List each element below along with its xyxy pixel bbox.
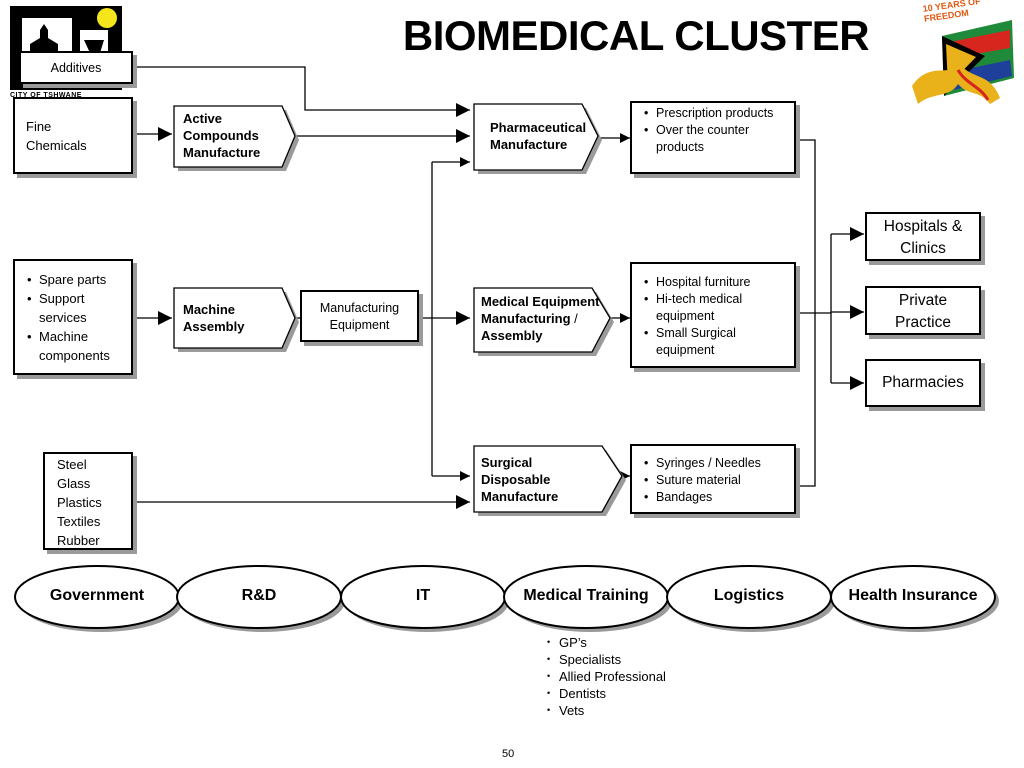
medical-equipment-shape bbox=[473, 287, 611, 353]
pharma-product-item: Prescription products bbox=[644, 105, 792, 122]
surgical-line-2: Disposable bbox=[481, 472, 551, 487]
additives-box: Additives bbox=[19, 51, 133, 84]
equipment-product-item: Hospital furniture bbox=[644, 274, 792, 291]
equipment-products-box: Hospital furniture Hi-tech medical equip… bbox=[630, 262, 796, 368]
materials-box: Steel Glass Plastics Textiles Rubber bbox=[43, 452, 133, 550]
private-practice-box: Private Practice bbox=[865, 286, 981, 335]
city-logo-caption: CITY OF TSHWANE bbox=[10, 92, 82, 99]
support-it: IT bbox=[415, 587, 431, 604]
pharma-products-box: Prescription products Over the counter p… bbox=[630, 101, 796, 174]
material-item: Glass bbox=[57, 476, 91, 491]
medical-training-item: Vets bbox=[547, 702, 666, 719]
page-number: 50 bbox=[502, 748, 515, 760]
active-compounds-line-2: Compounds bbox=[183, 128, 259, 143]
medical-training-item: Dentists bbox=[547, 685, 666, 702]
machine-input-item: Machine components bbox=[27, 327, 131, 365]
equipment-product-item: Small Surgical equipment bbox=[644, 325, 792, 359]
material-item: Plastics bbox=[57, 495, 102, 510]
support-medical-training: Medical Training bbox=[523, 587, 649, 604]
pharmaceutical-line-1: Pharmaceutical bbox=[490, 120, 587, 135]
private-line-2: Practice bbox=[895, 314, 951, 331]
private-line-1: Private bbox=[898, 292, 948, 309]
fine-chemicals-line-1: Fine bbox=[26, 119, 52, 134]
machine-assembly-shape bbox=[173, 287, 296, 349]
surgical-products-box: Syringes / Needles Suture material Banda… bbox=[630, 444, 796, 514]
material-item: Rubber bbox=[57, 533, 100, 548]
equipment-product-item: Hi-tech medical equipment bbox=[644, 291, 792, 325]
manufacturing-equipment-box: Manufacturing Equipment bbox=[300, 290, 419, 342]
manufacturing-equipment-line-1: Manufacturing bbox=[319, 301, 400, 315]
machine-inputs-box: Spare parts Support services Machine com… bbox=[13, 259, 133, 375]
material-item: Steel bbox=[57, 457, 87, 472]
medical-training-list: GP’s Specialists Allied Professional Den… bbox=[547, 634, 666, 719]
medical-training-item: Specialists bbox=[547, 651, 666, 668]
machine-input-item: Support services bbox=[27, 289, 131, 327]
support-health-insurance: Health Insurance bbox=[848, 587, 978, 604]
ten-years-of-freedom-logo bbox=[912, 20, 1014, 104]
pharmaceutical-line-2: Manufacture bbox=[490, 137, 568, 152]
machine-assembly-line-2: Assembly bbox=[183, 319, 245, 334]
surgical-line-1: Surgical bbox=[481, 455, 533, 470]
hospitals-line-1: Hospitals & bbox=[883, 218, 963, 235]
medical-equipment-line-2: Manufacturing bbox=[481, 311, 571, 326]
oval-health-insurance bbox=[830, 565, 996, 629]
support-government: Government bbox=[49, 587, 145, 604]
page-title: BIOMEDICAL CLUSTER bbox=[402, 12, 870, 59]
pharmacies-box: Pharmacies bbox=[865, 359, 981, 407]
active-compounds-shape bbox=[173, 105, 296, 168]
pharma-product-item: Over the counter products bbox=[644, 122, 792, 156]
surgical-product-item: Syringes / Needles bbox=[644, 455, 792, 472]
support-rnd: R&D bbox=[241, 587, 277, 604]
machine-assembly-line-1: Machine bbox=[183, 302, 236, 317]
machine-input-item: Spare parts bbox=[27, 270, 131, 289]
medical-training-item: Allied Professional bbox=[547, 668, 666, 685]
active-compounds-line-1: Active bbox=[183, 111, 223, 126]
support-ovals bbox=[14, 565, 999, 632]
active-compounds-line-3: Manufacture bbox=[183, 145, 261, 160]
pharmaceutical-shape bbox=[473, 103, 599, 171]
hospitals-clinics-box: Hospitals & Clinics bbox=[865, 212, 981, 261]
hospitals-line-2: Clinics bbox=[900, 240, 946, 257]
surgical-product-item: Bandages bbox=[644, 489, 792, 506]
surgical-shape bbox=[473, 445, 623, 513]
medical-training-item: GP’s bbox=[547, 634, 666, 651]
material-item: Textiles bbox=[57, 514, 101, 529]
surgical-product-item: Suture material bbox=[644, 472, 792, 489]
medical-equipment-line-1: Medical Equipment bbox=[481, 294, 600, 309]
fine-chemicals-box: Fine Chemicals bbox=[13, 97, 133, 174]
stage-shapes bbox=[173, 103, 626, 516]
fine-chemicals-line-2: Chemicals bbox=[26, 138, 87, 153]
additives-label: Additives bbox=[50, 61, 102, 75]
medical-equipment-slash: / bbox=[570, 311, 578, 326]
arrow-additives-pharma bbox=[133, 66, 470, 117]
medical-equipment-line-3: Assembly bbox=[481, 328, 543, 343]
pharmacies-label: Pharmacies bbox=[882, 374, 964, 391]
manufacturing-equipment-line-2: Equipment bbox=[329, 318, 390, 332]
surgical-line-3: Manufacture bbox=[481, 489, 559, 504]
support-logistics: Logistics bbox=[713, 587, 785, 604]
